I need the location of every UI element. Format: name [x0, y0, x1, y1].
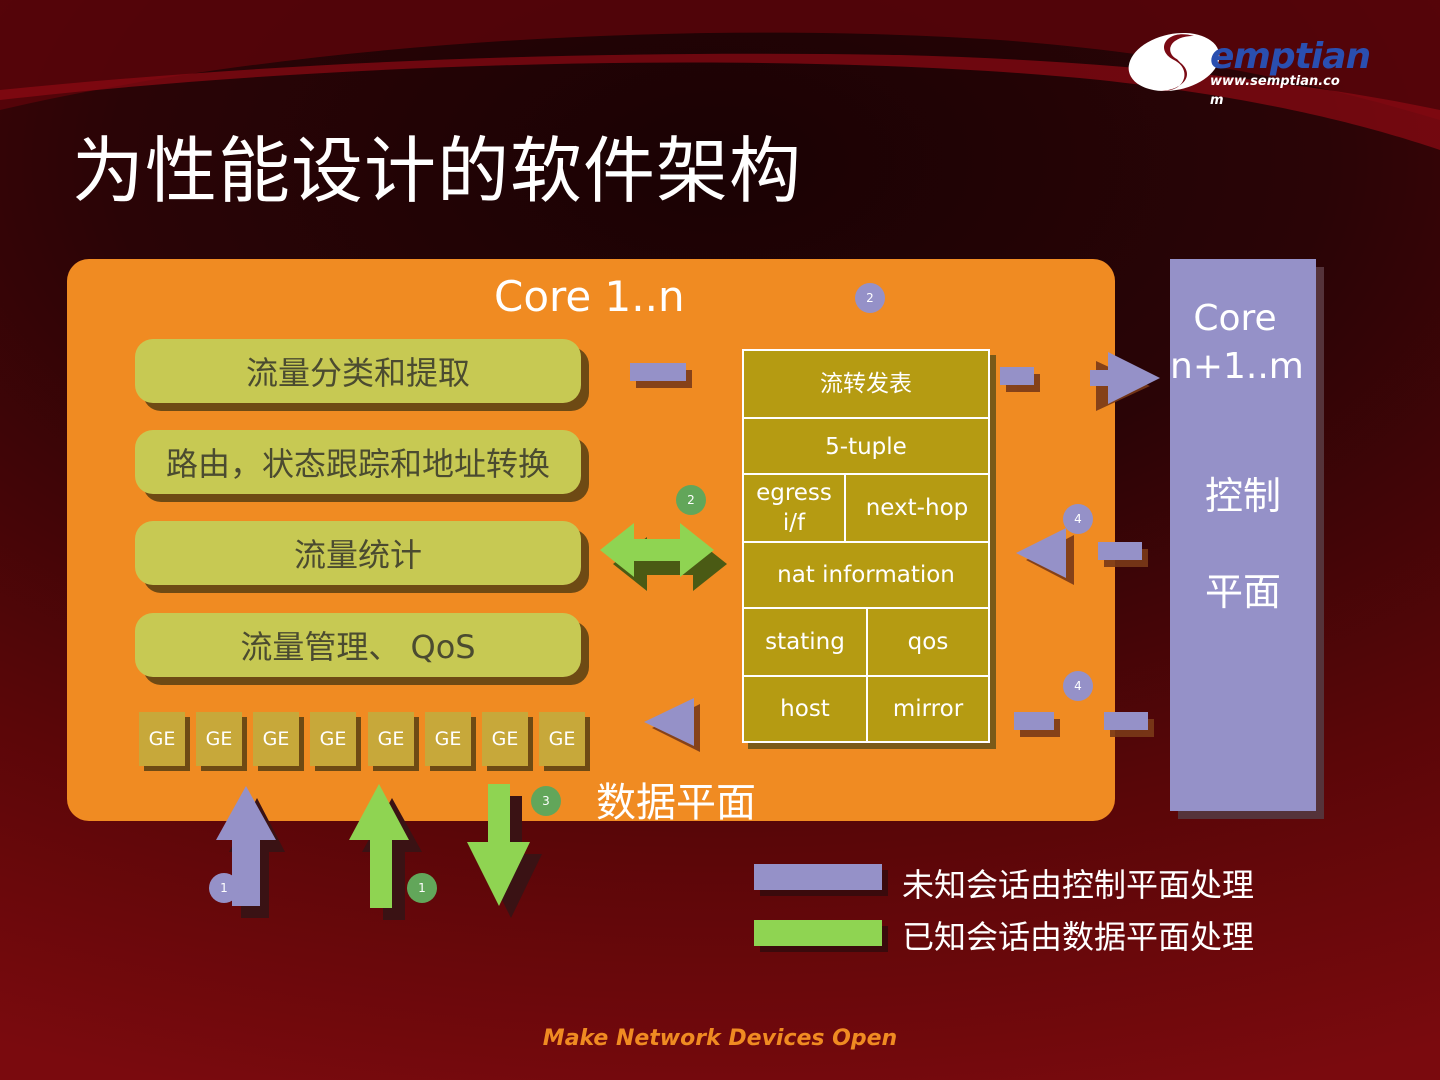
arrow-purple-dash — [1104, 712, 1148, 730]
logo-brand: emptian — [1210, 36, 1371, 77]
ge-port: GE — [539, 712, 585, 766]
ge-port: GE — [196, 712, 242, 766]
ge-port: GE — [425, 712, 471, 766]
arrow-right-to-control — [1090, 352, 1160, 404]
step-badge: 4 — [1063, 504, 1093, 534]
arrow-green-bidirectional — [600, 523, 714, 577]
step-badge: 3 — [531, 786, 561, 816]
arrow-up-green — [349, 784, 409, 908]
flow-table: 流转发表 5-tuple egress i/f next-hop nat inf… — [742, 349, 990, 743]
control-plane-label-2: 平面 — [1204, 570, 1281, 614]
legend-swatch-unknown — [754, 864, 882, 890]
step-badge: 2 — [676, 485, 706, 515]
arrow-purple-dash — [630, 363, 686, 381]
flow-table-egress: egress i/f — [756, 480, 832, 536]
page-title: 为性能设计的软件架构 — [72, 129, 803, 213]
module-flow-classify: 流量分类和提取 — [135, 339, 581, 403]
module-flow-qos: 流量管理、 QoS — [135, 613, 581, 677]
control-plane-box: Core n+1..m 控制 平面 — [1170, 259, 1316, 811]
step-badge: 1 — [209, 873, 239, 903]
legend-known-session: 已知会话由数据平面处理 — [902, 918, 1255, 956]
ge-port: GE — [139, 712, 185, 766]
legend-swatch-known — [754, 920, 882, 946]
flow-table-nexthop: next-hop — [865, 495, 969, 521]
flow-table-header: 流转发表 — [820, 371, 912, 397]
ge-port: GE — [368, 712, 414, 766]
module-flow-stats: 流量统计 — [135, 521, 581, 585]
flow-table-stating: stating — [765, 629, 845, 655]
arrow-purple-dash — [1000, 367, 1034, 385]
footer-slogan: Make Network Devices Open — [542, 1026, 898, 1051]
logo-url: www.semptian.co m — [1210, 74, 1340, 108]
arrow-up-purple — [216, 786, 276, 906]
step-badge: 1 — [407, 873, 437, 903]
data-plane-label: 数据平面 — [596, 780, 756, 826]
flow-table-qos: qos — [907, 629, 949, 655]
step-badge: 2 — [855, 283, 885, 313]
module-routing: 路由，状态跟踪和地址转换 — [135, 430, 581, 494]
flow-table-tuple: 5-tuple — [825, 434, 907, 460]
step-badge: 4 — [1063, 671, 1093, 701]
control-plane-label-1: 控制 — [1204, 474, 1281, 518]
legend-unknown-session: 未知会话由控制平面处理 — [902, 866, 1255, 904]
control-plane-title: Core n+1..m — [1170, 298, 1304, 387]
core-main-title: Core 1..n — [494, 272, 685, 321]
flow-table-mirror: mirror — [892, 696, 964, 722]
background-wave — [0, 0, 1440, 150]
flow-table-nat: nat information — [777, 562, 955, 588]
arrow-left-to-dataplane — [644, 698, 694, 746]
arrow-down-green — [467, 784, 530, 906]
semptian-logo — [1128, 32, 1220, 92]
flow-table-host: host — [780, 696, 830, 722]
arrow-left-from-control — [1016, 528, 1066, 578]
arrow-purple-dash — [1014, 712, 1054, 730]
arrow-purple-dash — [1098, 542, 1142, 560]
ge-port: GE — [310, 712, 356, 766]
ge-port: GE — [482, 712, 528, 766]
ge-port: GE — [253, 712, 299, 766]
